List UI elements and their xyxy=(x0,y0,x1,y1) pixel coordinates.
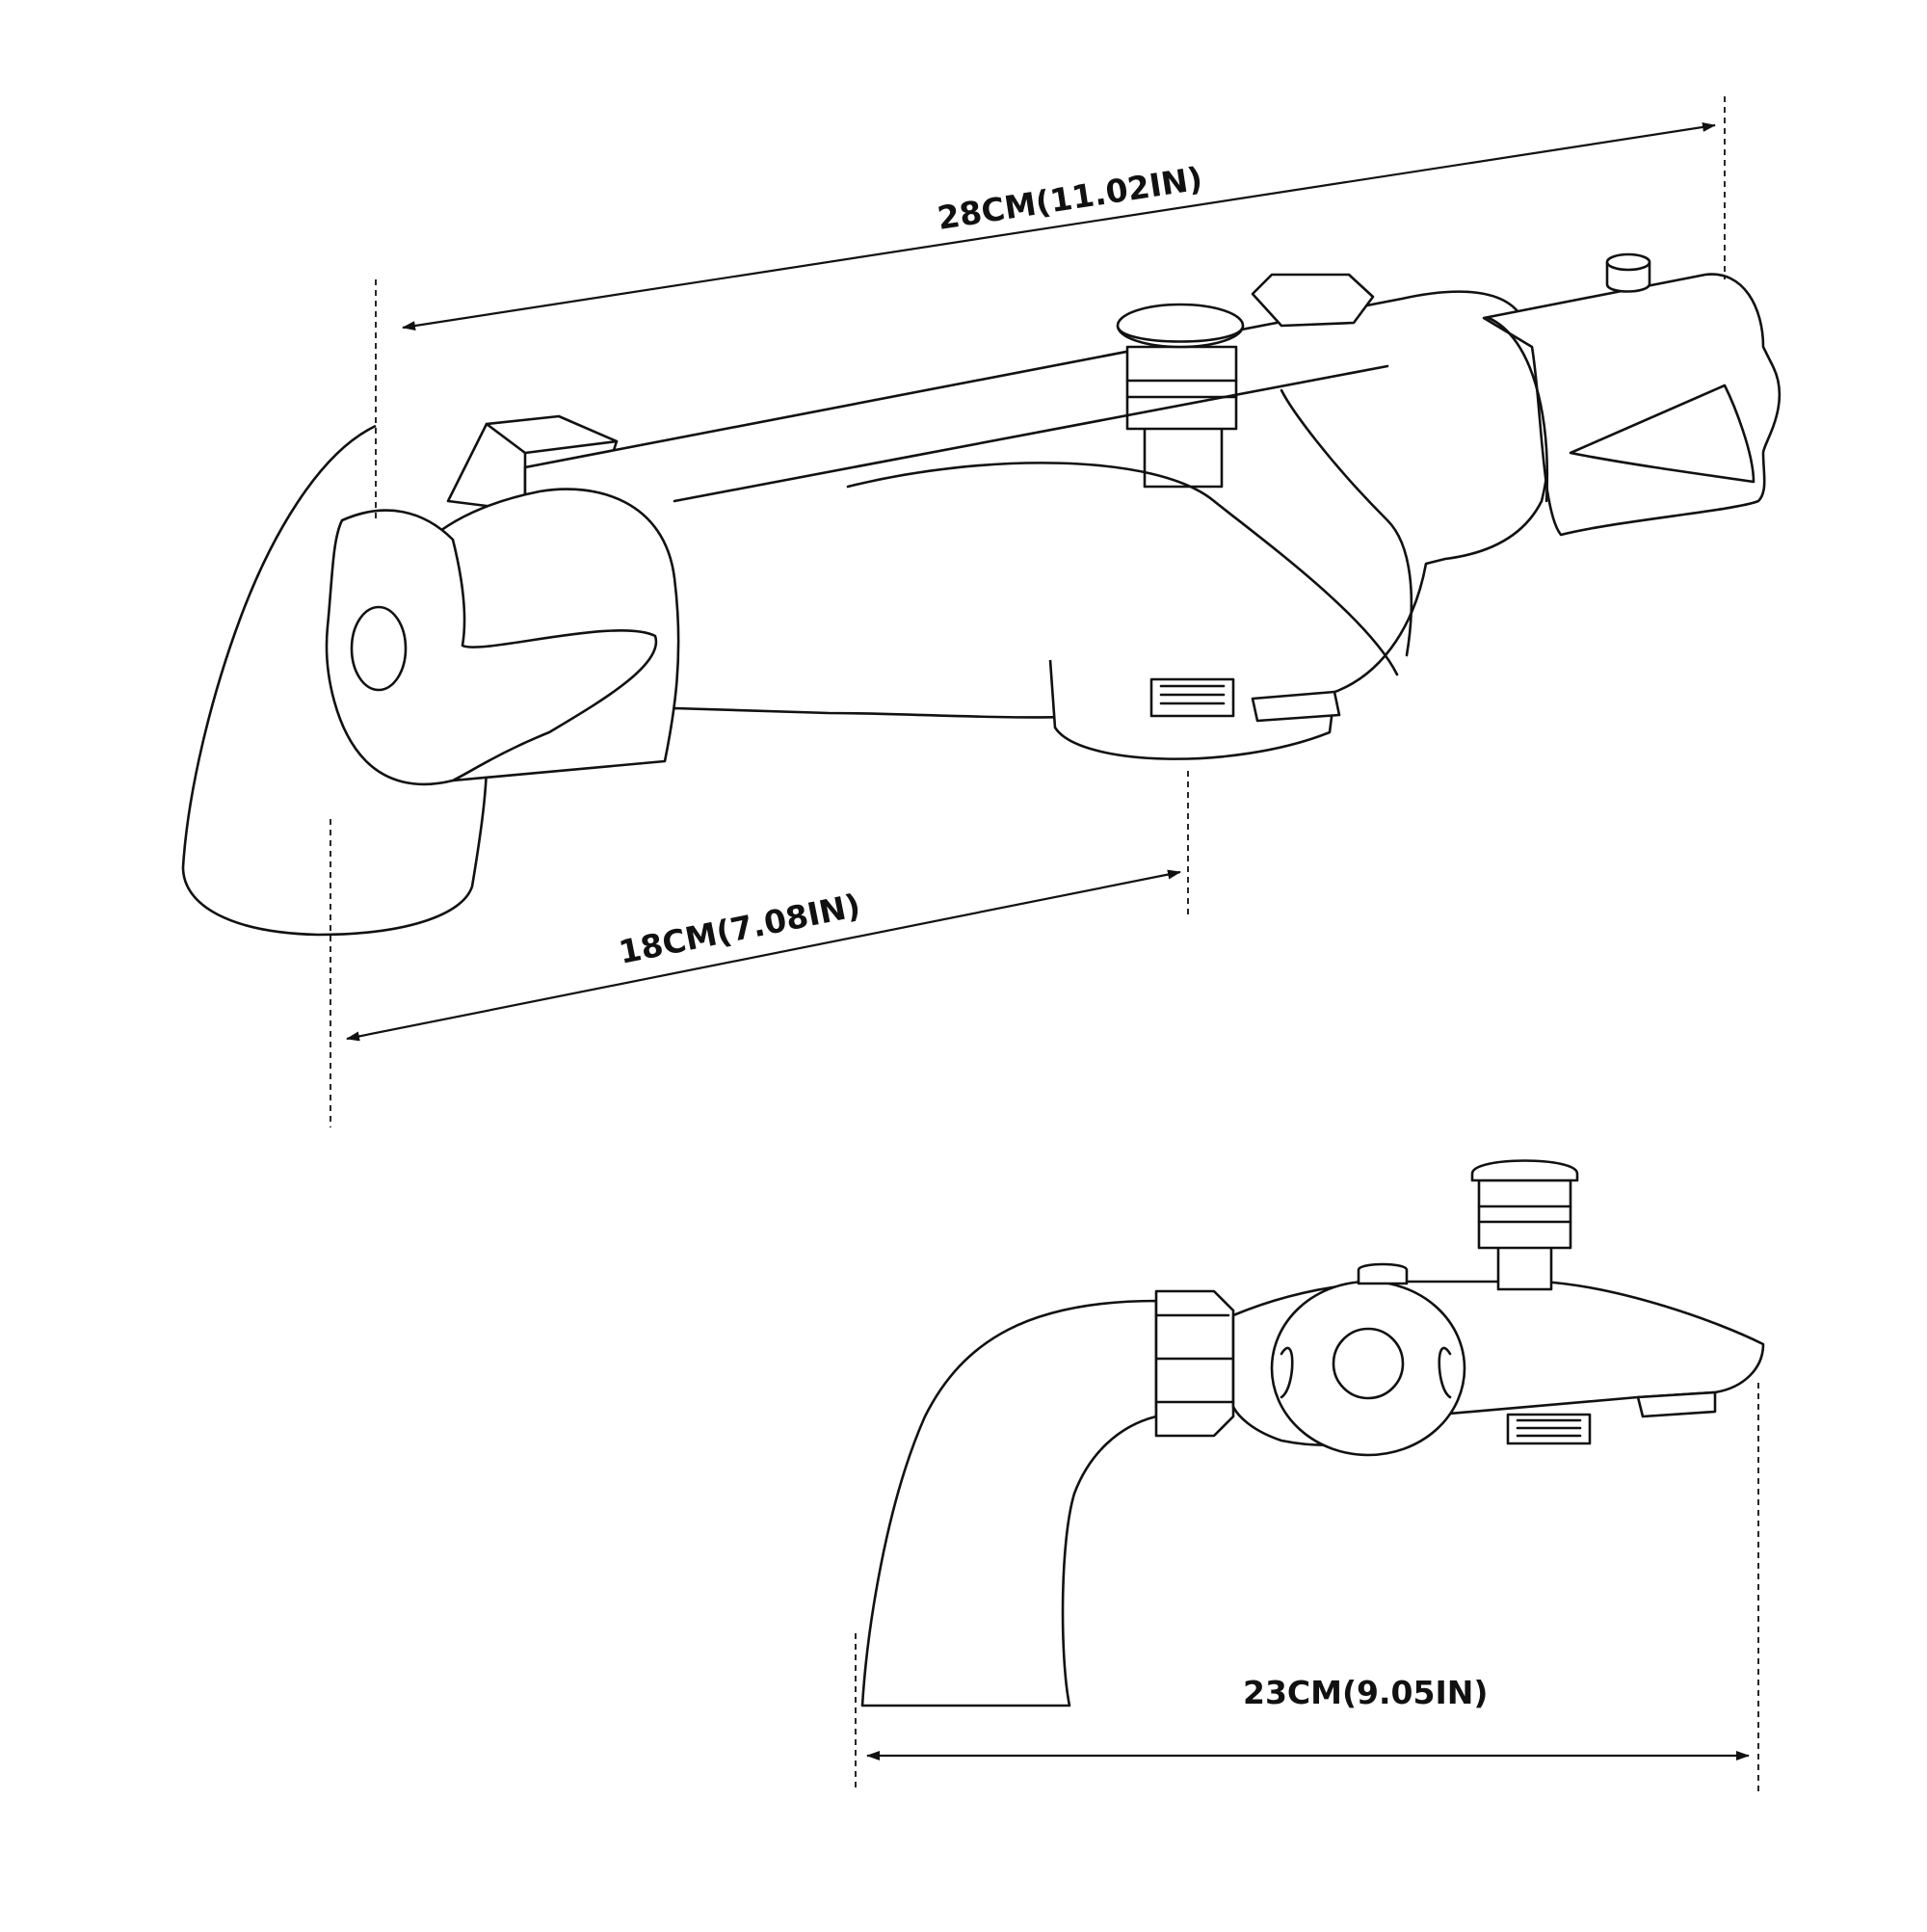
dimension-label-spout: 23CM(9.05IN) xyxy=(1243,1674,1488,1711)
right-hex-nut xyxy=(1251,273,1375,328)
left-handle xyxy=(325,488,680,786)
faucet-side-view xyxy=(860,1159,1765,1707)
side-view-hex-nut xyxy=(1154,1289,1235,1438)
side-view-handle-center xyxy=(1332,1327,1405,1400)
side-view-diverter xyxy=(1470,1159,1579,1291)
side-view-leg xyxy=(860,1299,1158,1707)
dimension-label-outlet: 18CM(7.08IN) xyxy=(616,887,863,971)
faucet-perspective-view xyxy=(181,252,1782,937)
side-view-threaded-outlet xyxy=(1506,1413,1592,1445)
threaded-outlet xyxy=(1149,677,1235,718)
dimension-spout-length: 23CM(9.05IN) xyxy=(855,1383,1759,1792)
